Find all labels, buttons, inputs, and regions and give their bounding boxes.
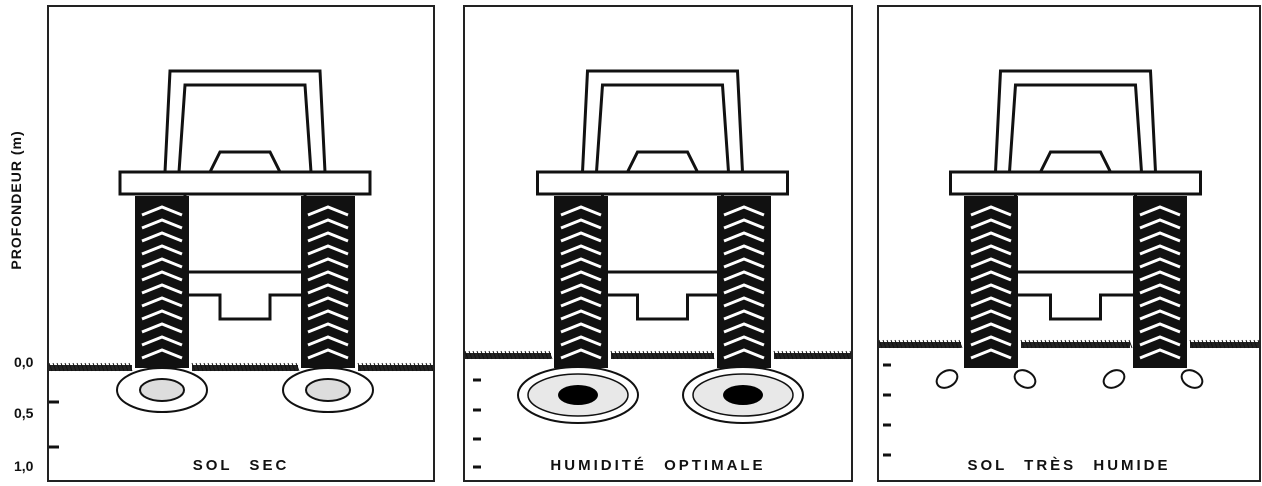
tick-1-0: 1,0 (14, 458, 34, 474)
chassis (601, 194, 724, 274)
chassis (1014, 194, 1137, 274)
hood (626, 150, 699, 173)
cab-window (1008, 83, 1143, 173)
hood (208, 150, 282, 173)
tractor-diagram-wet (879, 69, 1259, 457)
ground-surface (465, 350, 851, 360)
caption-sol-tres-humide: SOL TRÈS HUMIDE (967, 457, 1171, 474)
fender-bar (118, 170, 372, 196)
cab-outline (163, 69, 327, 173)
fender-bar (536, 170, 789, 196)
caption-humidite-optimale: HUMIDITÉ OPTIMALE (550, 457, 766, 474)
compaction-zones-dry (116, 367, 374, 413)
cab-outline (581, 69, 744, 173)
tractor-diagram-dry (49, 69, 433, 449)
panel-sol-tres-humide: SOL TRÈS HUMIDE (877, 5, 1261, 482)
hood (1039, 150, 1112, 173)
tick-0-0: 0,0 (14, 354, 34, 370)
right-tire (301, 196, 355, 368)
ground-surface (879, 339, 1259, 349)
tractor-icon (49, 69, 433, 372)
caption-sol-sec: SOL SEC (192, 457, 290, 474)
cab-outline (994, 69, 1157, 173)
y-axis-title: PROFONDEUR (m) (8, 130, 24, 270)
depth-ticks (473, 378, 481, 469)
axle (1015, 293, 1136, 321)
panel-humidite-optimale: HUMIDITÉ OPTIMALE (463, 5, 853, 482)
axle (185, 293, 305, 321)
right-tire (1133, 196, 1187, 368)
compaction-zones-optimal (517, 366, 804, 424)
depth-ticks (49, 400, 59, 449)
tick-0-5: 0,5 (14, 405, 34, 421)
left-tire (135, 196, 189, 368)
depth-ticks (883, 363, 891, 457)
chassis (183, 194, 307, 274)
panel-sol-sec: SOL SEC (47, 5, 435, 482)
left-tire (554, 196, 608, 368)
soil-displacement-wet (935, 369, 1204, 389)
tractor-icon (879, 69, 1259, 368)
right-tire (717, 196, 771, 368)
tractor-diagram-optimal (465, 69, 851, 469)
ground-surface (49, 362, 433, 372)
cab-window (177, 83, 313, 173)
fender-bar (949, 170, 1202, 196)
left-tire (964, 196, 1018, 368)
cab-window (595, 83, 730, 173)
axle (602, 293, 723, 321)
tractor-icon (465, 69, 851, 368)
